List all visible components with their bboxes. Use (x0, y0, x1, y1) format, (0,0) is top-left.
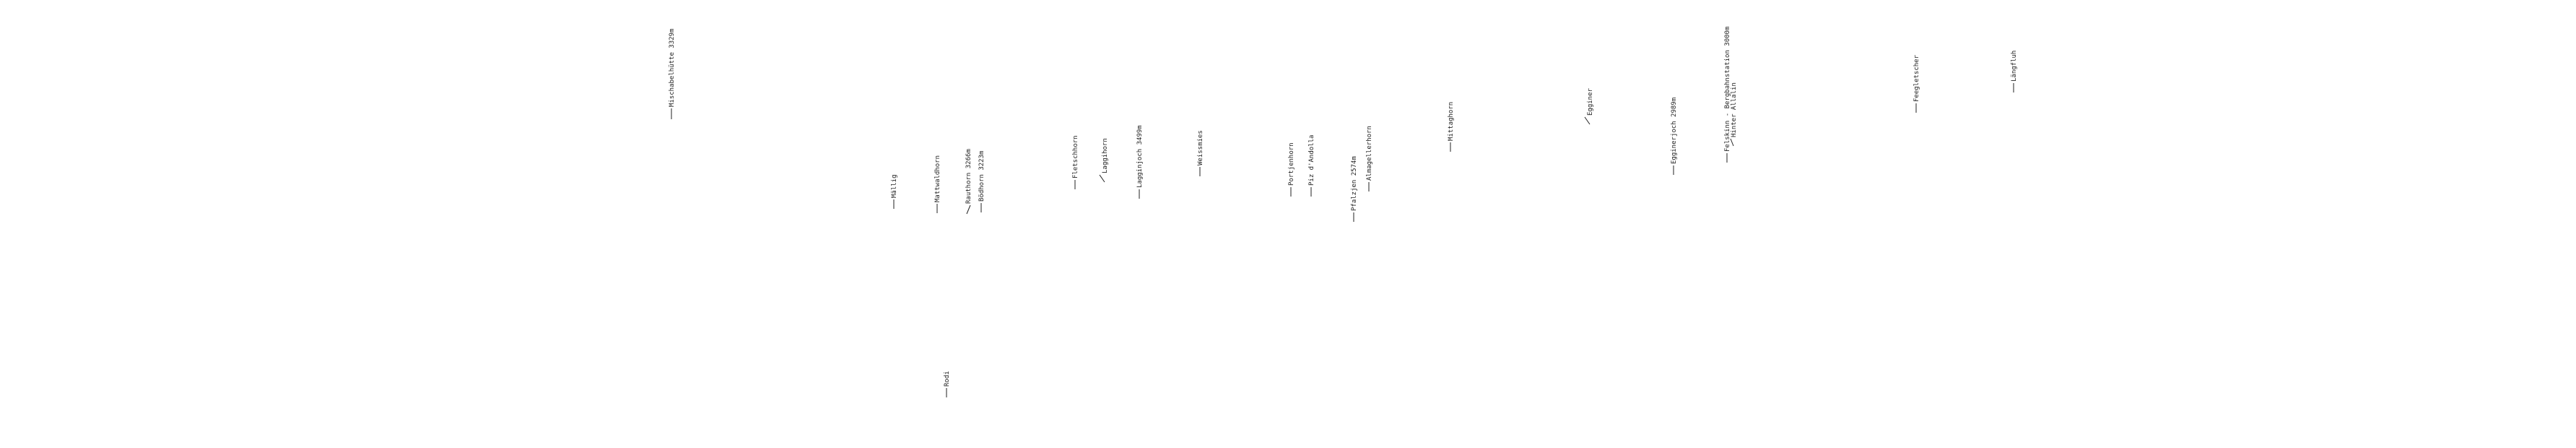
felskinn-label: Felskinn - Bergbahnstation 3000m (1724, 27, 1731, 152)
mallig-label: Mällig (891, 174, 898, 198)
label-lagginjoch: Lagginjoch 3499m (1136, 125, 1144, 199)
egginer-label: Egginer (1587, 87, 1594, 116)
feegletscher-label: Feegletscher (1913, 54, 1920, 102)
laggihorn-label: Laggihorn (1102, 138, 1109, 173)
almagellerhorn-label: Almagellerhorn (1366, 126, 1373, 181)
label-hinterallalin: Hinter Allalin (1730, 82, 1738, 147)
label-langfluh: Längfluh (2011, 51, 2018, 92)
egginerjoch-label: Egginerjoch 2989m (1671, 98, 1678, 164)
label-weissmies: Weissmies (1197, 130, 1204, 176)
label-fletschhorn: Fletschhorn (1072, 135, 1079, 189)
mittaghorn-label: Mittaghorn (1448, 102, 1455, 141)
bodhorn-label: Bödhorn 3223m (978, 151, 985, 202)
label-mittaghorn: Mittaghorn (1448, 102, 1455, 152)
label-pfalzjen: Pfalzjen 2574m (1351, 156, 1358, 222)
label-mattwaldhorn: Mattwaldhorn (934, 155, 941, 213)
label-laggihorn: Laggihorn (1099, 138, 1109, 183)
label-portjenhorn: Portjenhorn (1288, 142, 1295, 197)
weissmies-label: Weissmies (1197, 130, 1204, 165)
label-felskinn: Felskinn - Bergbahnstation 3000m (1724, 27, 1731, 163)
label-mischabelhuette: Mischabelhütte 3329m (669, 29, 676, 119)
label-mallig: Mällig (891, 174, 898, 209)
label-rodi: Rodi (944, 371, 951, 397)
portjenhorn-label: Portjenhorn (1288, 142, 1295, 186)
label-almagellerhorn: Almagellerhorn (1366, 126, 1373, 191)
rodi-label: Rodi (944, 371, 951, 387)
mischabelhuette-label: Mischabelhütte 3329m (669, 29, 676, 107)
label-egginer: Egginer (1584, 87, 1594, 125)
langfluh-label: Längfluh (2011, 51, 2018, 82)
label-feegletscher: Feegletscher (1913, 54, 1920, 113)
rauthorn-label: Rauthorn 3266m (965, 149, 972, 204)
hinterallalin-label: Hinter Allalin (1731, 82, 1738, 137)
label-rauthorn: Rauthorn 3266m (965, 149, 972, 215)
label-egginerjoch: Egginerjoch 2989m (1671, 98, 1678, 175)
pfalzjen-label: Pfalzjen 2574m (1351, 156, 1358, 211)
mattwaldhorn-label: Mattwaldhorn (934, 155, 941, 202)
pizdandolla-label: Piz d'Andolla (1308, 135, 1315, 186)
lagginjoch-label: Lagginjoch 3499m (1136, 125, 1144, 188)
fletschhorn-label: Fletschhorn (1072, 135, 1079, 178)
label-pizdandolla: Piz d'Andolla (1308, 135, 1315, 197)
label-bodhorn: Bödhorn 3223m (978, 151, 985, 212)
